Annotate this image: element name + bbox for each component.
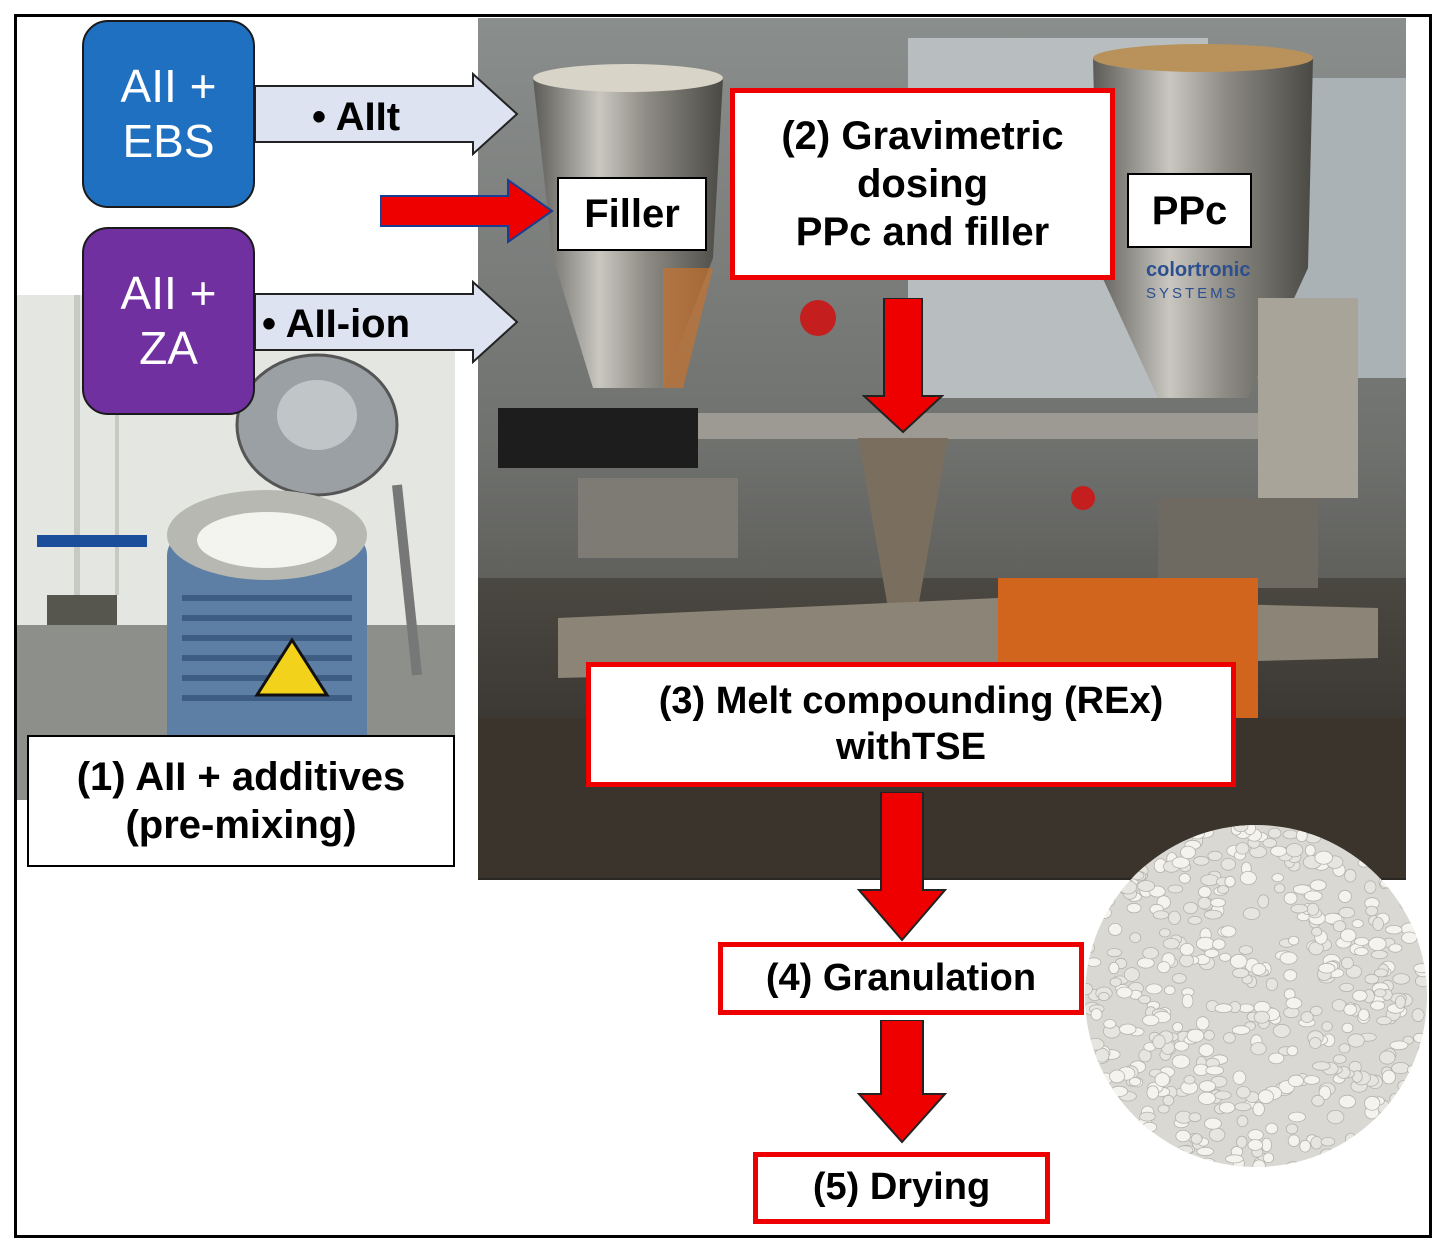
drying-arrow: [857, 1020, 947, 1144]
step1-line1: (1) AII + additives: [76, 755, 406, 799]
step2-line1: (2) Gravimetric: [781, 114, 1064, 158]
filler-feed-arrow: [380, 178, 554, 244]
step3-box: (3) Melt compounding (REx) withTSE: [586, 662, 1236, 787]
step2-box: (2) Gravimetric dosing PPc and filler: [730, 88, 1115, 280]
granules-photo: [1085, 825, 1427, 1167]
step4-text: (4) Granulation: [765, 956, 1037, 999]
ebs-arrow-label: • AIIt: [312, 95, 401, 139]
brand-text: colortronic: [1146, 259, 1250, 281]
za-tile-line2: ZA: [139, 322, 198, 374]
ebs-tile-line2: EBS: [122, 115, 215, 167]
ppc-label: PPc: [1127, 173, 1252, 248]
granulation-arrow: [857, 792, 947, 942]
ebs-arrow: [255, 72, 519, 156]
ppc-label-text: PPc: [1151, 188, 1228, 233]
step3-line1: (3) Melt compounding (REx): [658, 679, 1164, 722]
za-arrow: [255, 280, 519, 364]
step5-box: (5) Drying: [753, 1152, 1050, 1224]
za-tile: AII + ZA: [82, 227, 255, 415]
step5-text: (5) Drying: [812, 1166, 991, 1209]
ebs-tile-line1: AII +: [120, 59, 217, 112]
brand-subtext: SYSTEMS: [1146, 285, 1239, 302]
ebs-tile: AII + EBS: [82, 20, 255, 208]
filler-label-text: Filler: [584, 192, 680, 236]
step2-line3: PPc and filler: [795, 210, 1050, 254]
step1-line2: (pre-mixing): [125, 803, 357, 847]
dosing-arrow: [862, 298, 944, 434]
step4-box: (4) Granulation: [718, 942, 1084, 1015]
step1-box: (1) AII + additives (pre-mixing): [27, 735, 455, 867]
filler-label: Filler: [557, 177, 707, 251]
za-arrow-label: • AII-ion: [262, 302, 411, 346]
step2-line2: dosing: [856, 162, 989, 206]
step3-line2: withTSE: [836, 725, 986, 768]
za-tile-line1: AII +: [120, 266, 217, 319]
